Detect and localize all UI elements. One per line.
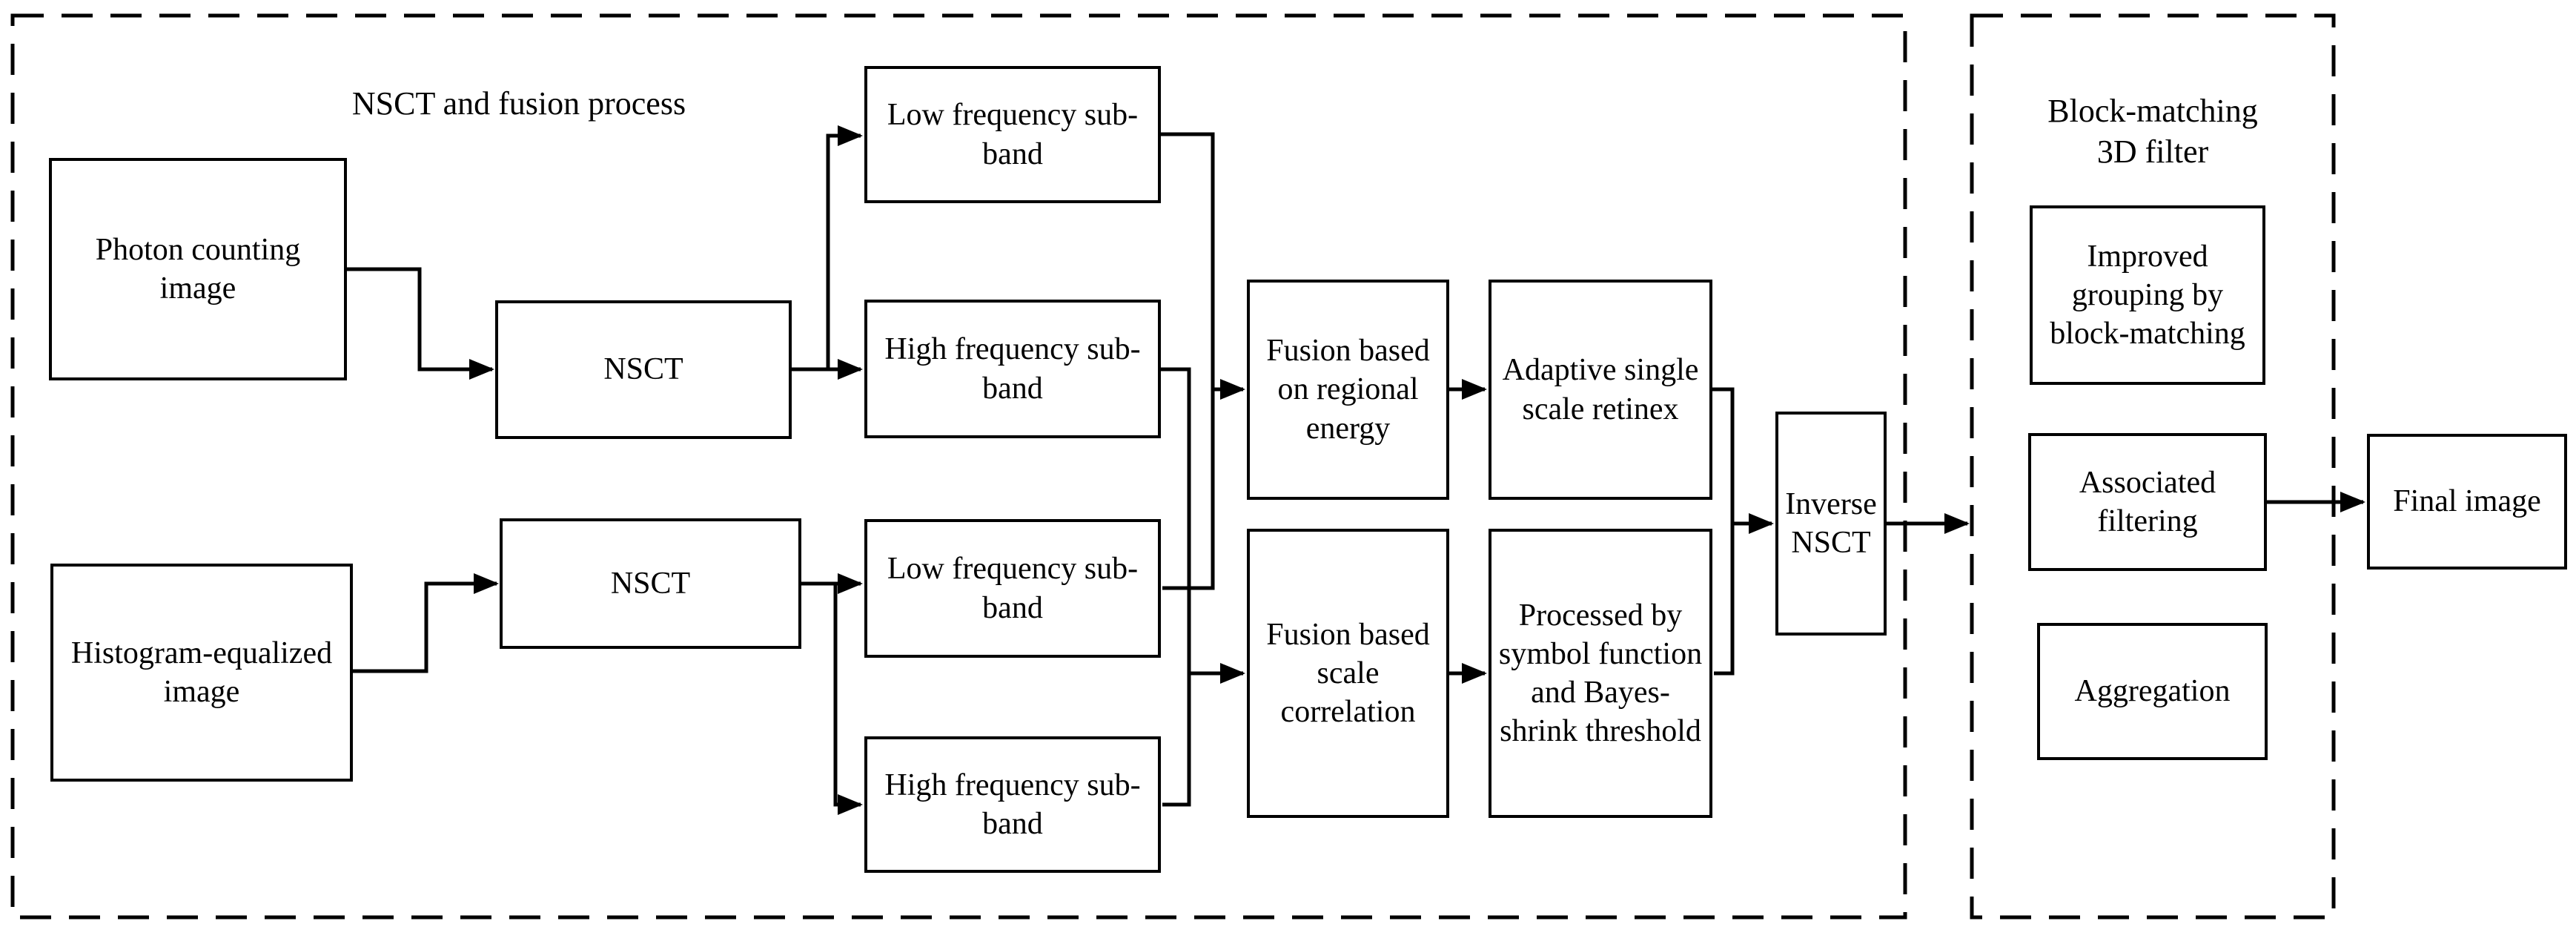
node-associated-filtering: Associated filtering — [2028, 433, 2267, 571]
node-low-frequency-subband-bottom: Low frequency sub- band — [864, 519, 1161, 658]
group-bm3d-border — [1970, 13, 2336, 920]
node-final-image: Final image — [2367, 434, 2567, 570]
group-nsct-fusion-title: NSCT and fusion process — [351, 85, 686, 122]
node-histogram-equalized-image: Histogram-equalized image — [50, 564, 353, 782]
node-bayes-shrink-processing: Processed by symbol function and Bayes- … — [1489, 529, 1712, 818]
node-nsct-bottom: NSCT — [500, 518, 801, 649]
connector-nsct2-branch-to-hf2 — [833, 584, 863, 815]
group-bm3d-title: Block-matching 3D filter — [2047, 93, 2258, 170]
node-nsct-top: NSCT — [495, 300, 792, 439]
connector-low-bands-junction — [1161, 132, 1215, 590]
connector-photon-to-nsct1 — [347, 267, 494, 380]
connector-hist-to-nsct2 — [353, 573, 499, 673]
node-improved-grouping: Improved grouping by block-matching — [2030, 205, 2265, 385]
node-fusion-regional-energy: Fusion based on regional energy — [1247, 280, 1449, 500]
node-fusion-scale-correlation: Fusion based scale correlation — [1247, 529, 1449, 818]
group-nsct-fusion-border — [10, 13, 1907, 920]
node-adaptive-single-scale-retinex: Adaptive single scale retinex — [1489, 280, 1712, 500]
node-low-frequency-subband-top: Low frequency sub- band — [864, 66, 1161, 203]
connector-high-bands-junction — [1161, 367, 1191, 807]
node-photon-counting-image: Photon counting image — [49, 158, 347, 380]
node-aggregation: Aggregation — [2037, 623, 2268, 760]
node-high-frequency-subband-top: High frequency sub- band — [864, 300, 1161, 438]
connector-retinex-bayes-merge — [1712, 387, 1735, 676]
node-high-frequency-subband-bottom: High frequency sub- band — [864, 736, 1161, 873]
node-inverse-nsct: Inverse NSCT — [1775, 412, 1887, 636]
connector-nsct1-branch-to-lf1 — [826, 125, 863, 369]
